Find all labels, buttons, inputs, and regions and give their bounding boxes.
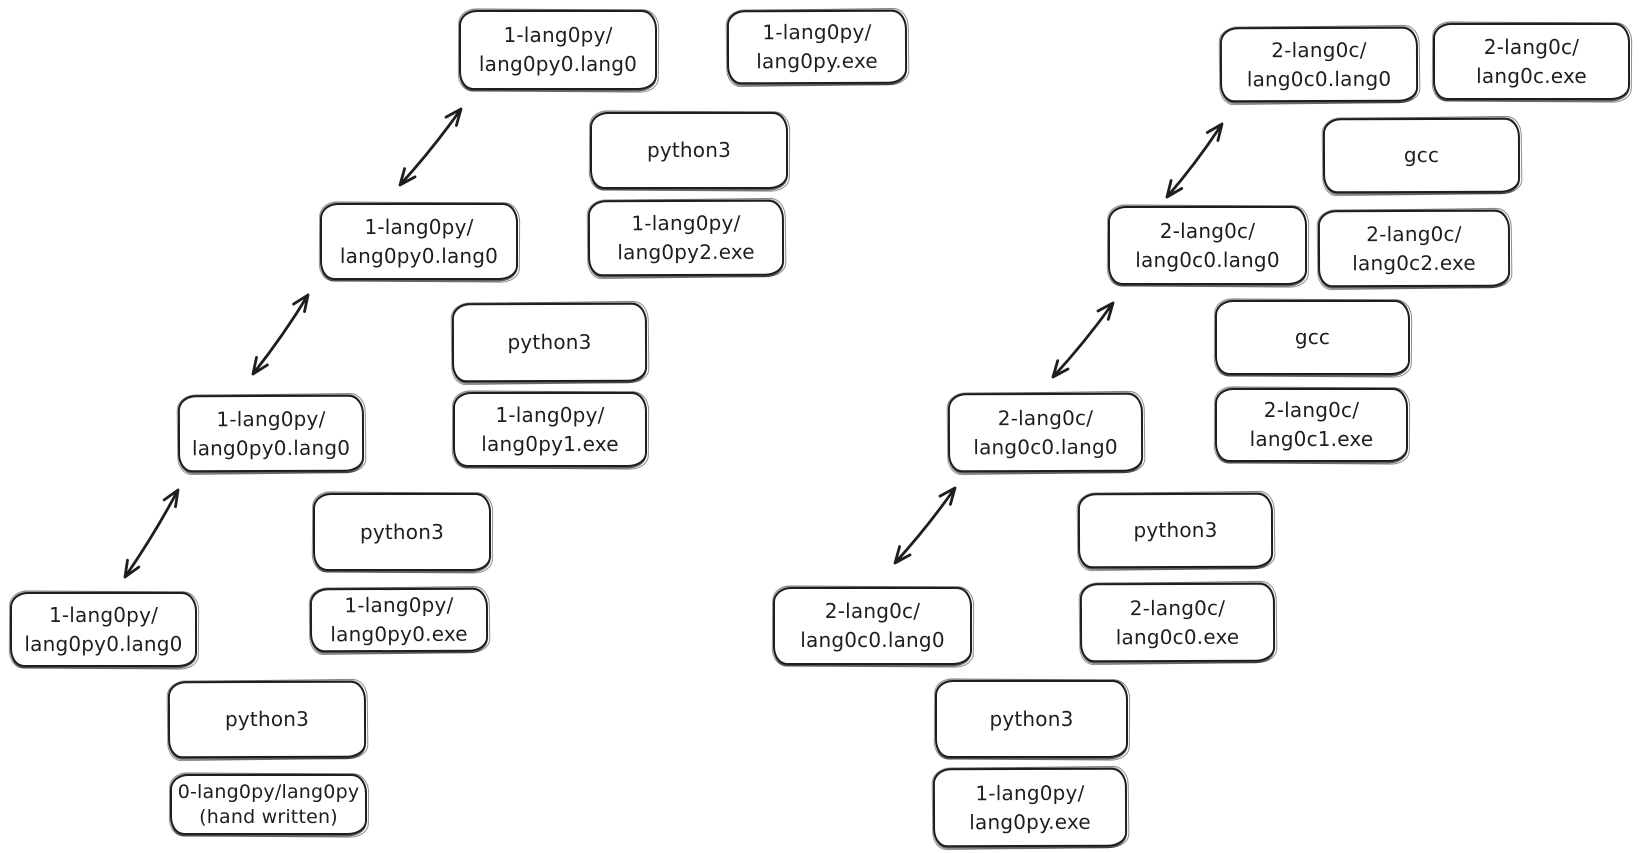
node-label-line: 1-lang0py/ [495,402,605,427]
box-py-handwritten-src[interactable]: 0-lang0py/lang0py(hand written) [170,774,367,835]
box-c-interpreter-step2[interactable]: python3 [1077,492,1274,569]
node-label-line: lang0c0.lang0 [1246,66,1392,91]
box-c-src-step3[interactable]: 2-lang0c/lang0c0.lang0 [1108,206,1307,285]
node-label-line: 1-lang0py/ [48,602,159,627]
box-c-bootstrap-exe[interactable]: 1-lang0py/lang0py.exe [932,767,1128,848]
node-label-line: python3 [359,519,445,544]
box-c-gcc-step4[interactable]: gcc [1322,117,1521,194]
arrow-c-step1-step2[interactable] [893,486,957,565]
box-py-exe2[interactable]: 1-lang0py/lang0py2.exe [587,199,785,277]
node-label-line: lang0py.exe [969,809,1091,834]
node-label-line: python3 [1133,517,1218,543]
node-label-line: lang0py0.lang0 [339,243,499,268]
node-label-line: lang0c1.exe [1249,427,1374,451]
node-label-line: 2-lang0c/ [824,599,921,623]
box-c-gcc-step3[interactable]: gcc [1215,300,1410,375]
box-py-interpreter-step4[interactable]: python3 [590,112,788,189]
node-label-line: gcc [1403,142,1440,168]
box-c-output-exe[interactable]: 2-lang0c/lang0c.exe [1433,23,1630,100]
box-py-src-step4[interactable]: 1-lang0py/lang0py0.lang0 [459,10,657,90]
node-label-line: (hand written) [199,805,338,828]
node-label-line: 1-lang0py/ [975,780,1085,805]
node-label-line: lang0py0.lang0 [478,52,638,76]
arrow-c-step3-step4[interactable] [1165,122,1224,199]
node-label-line: 2-lang0c/ [1271,37,1367,62]
node-label-line: lang0py0.exe [330,621,468,647]
node-label-line: 1-lang0py/ [364,214,474,239]
node-label-line: 1-lang0py/ [344,592,454,618]
node-label-line: 1-lang0py/ [762,19,872,45]
box-py-interpreter-step2[interactable]: python3 [313,493,491,571]
node-label-line: python3 [646,138,732,162]
node-label-line: lang0c0.exe [1115,624,1240,649]
node-label-line: lang0c0.lang0 [973,434,1118,459]
node-label-line: lang0c2.exe [1352,250,1476,275]
box-c-exe1[interactable]: 2-lang0c/lang0c1.exe [1215,388,1408,462]
box-py-src-step3[interactable]: 1-lang0py/lang0py0.lang0 [320,203,518,280]
node-label-line: lang0py2.exe [617,239,755,265]
box-py-exe1[interactable]: 1-lang0py/lang0py1.exe [453,392,647,467]
node-label-line: python3 [224,706,310,732]
box-py-src-step1[interactable]: 1-lang0py/lang0py0.lang0 [10,592,197,667]
arrow-py-step2-step3[interactable] [251,293,310,376]
node-label-line: python3 [989,706,1074,731]
node-label-line: 2-lang0c/ [1159,218,1256,243]
node-label-line: 1-lang0py/ [503,23,613,47]
node-label-line: 2-lang0c/ [1483,34,1580,59]
node-label-line: lang0c0.lang0 [800,628,945,652]
node-label-line: 2-lang0c/ [1366,221,1462,246]
node-label-line: 2-lang0c/ [1263,398,1360,422]
box-c-src-step1[interactable]: 2-lang0c/lang0c0.lang0 [773,587,972,665]
node-label-line: 1-lang0py/ [216,406,326,431]
node-label-line: lang0py0.lang0 [191,435,351,460]
node-label-line: gcc [1294,325,1331,349]
box-py-interpreter-step3[interactable]: python3 [451,302,648,383]
box-c-interpreter-step1[interactable]: python3 [935,680,1128,758]
node-label-line: 1-lang0py/ [631,210,741,236]
node-label-line: 2-lang0c/ [1129,595,1226,620]
node-label-line: lang0py1.exe [481,431,619,456]
box-c-exe0[interactable]: 2-lang0c/lang0c0.exe [1079,582,1276,663]
arrow-py-step3-step4[interactable] [398,107,463,187]
node-label-line: python3 [507,329,592,355]
box-py-interpreter-step1[interactable]: python3 [167,680,367,759]
node-label-line: lang0c.exe [1476,63,1587,88]
box-c-src-step2[interactable]: 2-lang0c/lang0c0.lang0 [947,392,1144,473]
box-c-exe2[interactable]: 2-lang0c/lang0c2.exe [1317,209,1511,288]
node-label-line: lang0c0.lang0 [1135,247,1280,272]
node-label-line: 0-lang0py/lang0py [177,780,360,803]
arrow-c-step2-step3[interactable] [1051,301,1115,379]
node-label-line: lang0py0.lang0 [24,631,183,656]
box-py-output-exe[interactable]: 1-lang0py/lang0py.exe [726,9,908,85]
node-label-line: 2-lang0c/ [997,405,1094,430]
node-label-line: lang0py.exe [756,48,878,74]
box-py-exe0[interactable]: 1-lang0py/lang0py0.exe [309,587,489,653]
box-c-src-step4[interactable]: 2-lang0c/lang0c0.lang0 [1219,26,1419,103]
arrow-py-step1-step2[interactable] [123,488,180,579]
box-py-src-step2[interactable]: 1-lang0py/lang0py0.lang0 [177,394,365,473]
